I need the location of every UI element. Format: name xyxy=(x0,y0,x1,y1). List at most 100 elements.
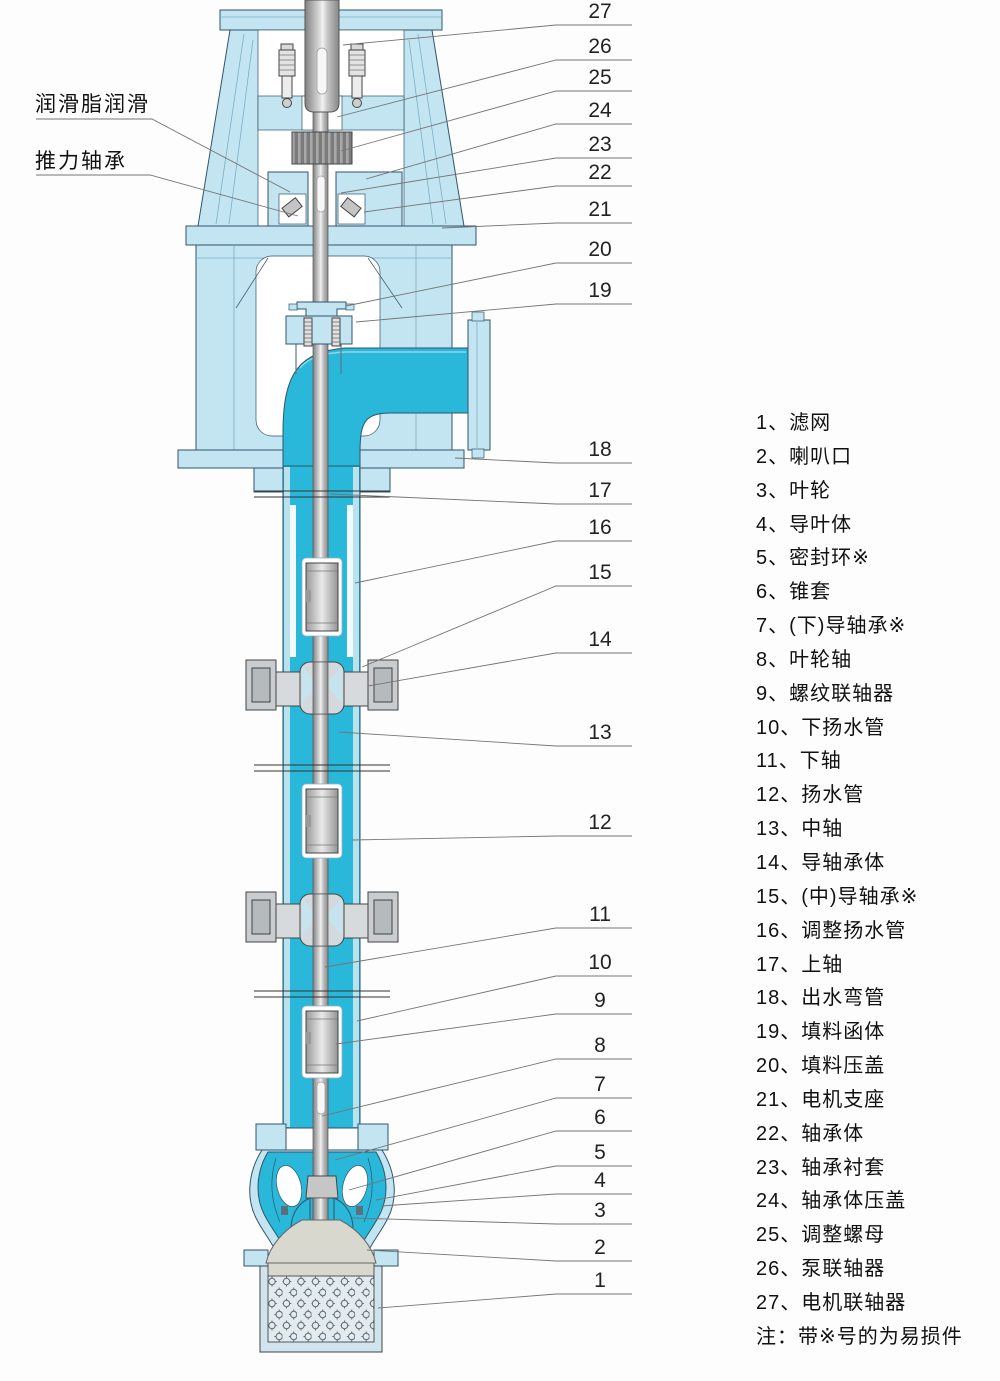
adjusting-riser-wall-left xyxy=(290,505,296,657)
left-label-lines xyxy=(36,118,299,217)
thrust-bearing-assembly xyxy=(267,171,403,227)
leader-line-16 xyxy=(354,540,632,584)
callout-number-17: 17 xyxy=(588,479,611,502)
packing-rings xyxy=(303,317,341,347)
legend-item-16: 16、调整扬水管 xyxy=(756,919,907,942)
legend-item-9: 9、螺纹联轴器 xyxy=(756,682,895,705)
leader-line-20 xyxy=(345,262,632,307)
legend-item-4: 4、导叶体 xyxy=(756,513,853,536)
leader-line-21 xyxy=(441,222,632,229)
discharge-elbow xyxy=(282,311,491,471)
leader-line-26 xyxy=(336,59,632,118)
callout-number-13: 13 xyxy=(588,721,611,744)
leader-line-19 xyxy=(355,303,632,323)
riser-top-flange-right xyxy=(359,467,391,493)
legend-item-13: 13、中轴 xyxy=(756,818,844,841)
callout-number-2: 2 xyxy=(594,1236,606,1259)
shaft-coupling-lower xyxy=(301,1005,343,1079)
legend-item-10: 10、下扬水管 xyxy=(756,716,886,739)
guide-bearing-spider-upper xyxy=(245,659,399,715)
callout-number-21: 21 xyxy=(588,198,611,221)
legend-item-18: 18、出水弯管 xyxy=(756,987,886,1010)
legend-note: 注：带※号的为易损件 xyxy=(756,1325,963,1348)
leader-line-27 xyxy=(342,24,632,46)
legend-item-3: 3、叶轮 xyxy=(756,479,832,502)
leader-line-7 xyxy=(334,1097,632,1161)
leader-line-9 xyxy=(335,1013,632,1045)
legend-item-15: 15、(中)导轴承※ xyxy=(756,885,919,908)
callout-number-6: 6 xyxy=(594,1106,606,1129)
label-grease-lubrication: 润滑脂润滑 xyxy=(35,93,150,116)
callout-number-10: 10 xyxy=(588,951,611,974)
discharge-flange xyxy=(467,319,491,451)
legend-item-19: 19、填料函体 xyxy=(756,1021,886,1044)
legend-item-20: 20、填料压盖 xyxy=(756,1055,886,1078)
legend-item-25: 25、调整螺母 xyxy=(756,1224,886,1247)
legend-item-26: 26、泵联轴器 xyxy=(756,1258,886,1281)
callout-number-19: 19 xyxy=(588,279,611,302)
legend-item-5: 5、密封环※ xyxy=(756,547,870,570)
callout-number-22: 22 xyxy=(588,161,611,184)
legend-item-14: 14、导轴承体 xyxy=(756,851,886,874)
callout-number-8: 8 xyxy=(594,1034,606,1057)
leader-line-3 xyxy=(351,1217,632,1225)
shaft-coupling-upper xyxy=(301,557,343,637)
callout-numbers: 2726252423222120191817161514131211109876… xyxy=(588,0,612,1292)
callout-number-18: 18 xyxy=(588,438,611,461)
legend-item-17: 17、上轴 xyxy=(756,953,844,976)
pipe-breaks xyxy=(254,490,390,998)
leader-line-8 xyxy=(321,1058,632,1117)
legend-item-21: 21、电机支座 xyxy=(756,1088,886,1111)
guide-bearing-spider-lower xyxy=(245,891,399,947)
callout-number-20: 20 xyxy=(588,238,611,261)
leader-line-14 xyxy=(367,652,632,687)
callout-number-7: 7 xyxy=(594,1073,606,1096)
leader-line-18 xyxy=(454,457,632,464)
callout-number-23: 23 xyxy=(588,133,611,156)
callout-number-9: 9 xyxy=(594,989,606,1012)
leader-line-5 xyxy=(375,1165,632,1201)
adjusting-stud-left xyxy=(278,43,296,108)
label-thrust-bearing: 推力轴承 xyxy=(35,150,127,173)
adjusting-riser-wall-right xyxy=(347,505,353,657)
strainer xyxy=(259,1259,383,1353)
taper-sleeve xyxy=(305,1175,339,1199)
adjusting-nut xyxy=(291,131,353,165)
callout-number-11: 11 xyxy=(589,903,611,926)
leader-line-15 xyxy=(361,585,632,668)
legend-item-27: 27、电机联轴器 xyxy=(756,1291,907,1314)
leader-line-17 xyxy=(329,493,632,505)
riser-top-flange-left xyxy=(253,467,285,493)
legend-item-8: 8、叶轮轴 xyxy=(756,648,853,671)
suction-bell xyxy=(265,1219,377,1264)
leader-line-6 xyxy=(348,1130,632,1191)
left-label-line-1 xyxy=(36,174,299,217)
callout-number-15: 15 xyxy=(588,561,611,584)
adjusting-stud-right xyxy=(348,43,366,108)
callout-number-3: 3 xyxy=(594,1199,606,1222)
leader-line-4 xyxy=(380,1193,632,1207)
callout-number-27: 27 xyxy=(588,0,611,23)
leader-line-12 xyxy=(351,835,632,841)
stuffing-box xyxy=(285,301,355,374)
callout-lines xyxy=(321,24,632,1309)
seal-ring-left xyxy=(281,1206,288,1215)
leader-line-13 xyxy=(338,731,632,747)
callout-number-14: 14 xyxy=(588,628,612,651)
callout-number-12: 12 xyxy=(588,811,611,834)
left-label-line-0 xyxy=(36,118,291,193)
legend-item-11: 11、下轴 xyxy=(756,750,842,773)
legend-item-6: 6、锥套 xyxy=(756,581,832,604)
leader-line-25 xyxy=(340,90,632,152)
callout-number-5: 5 xyxy=(594,1141,606,1164)
legend-item-1: 1、滤网 xyxy=(756,412,832,434)
leader-line-10 xyxy=(356,975,632,1022)
seal-ring-right xyxy=(356,1206,363,1215)
legend-item-2: 2、喇叭口 xyxy=(756,445,853,468)
thrust-roller-right xyxy=(340,197,362,218)
legend-item-12: 12、扬水管 xyxy=(756,784,865,807)
callout-number-1: 1 xyxy=(594,1269,606,1292)
